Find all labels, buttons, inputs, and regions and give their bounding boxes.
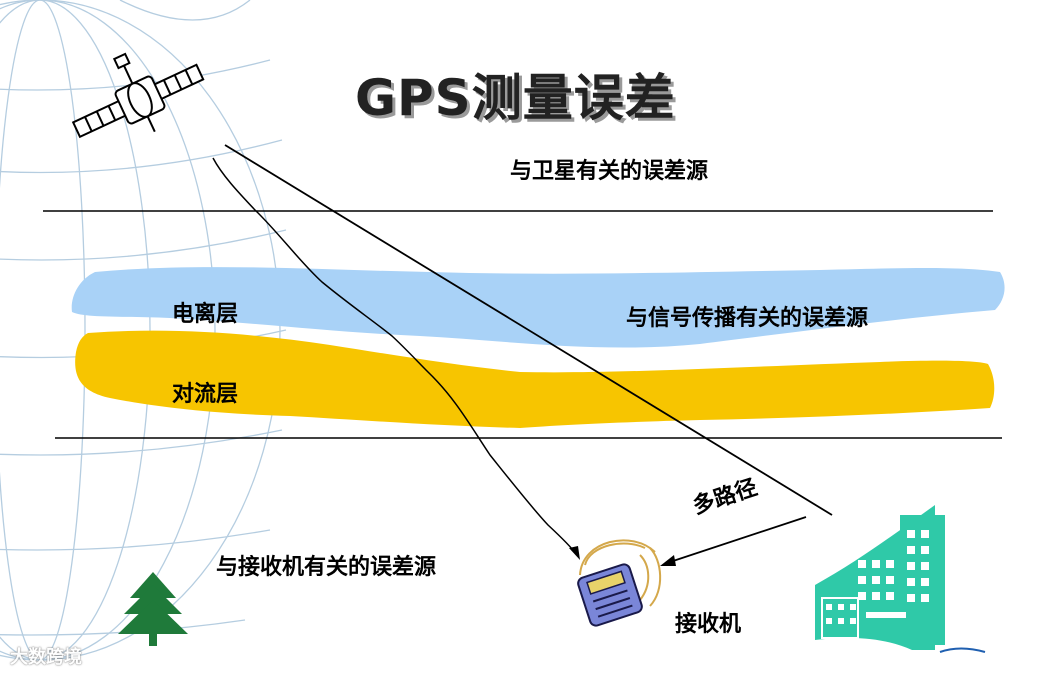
page-title: GPS测量误差: [355, 69, 676, 127]
receiver-errors-label: 与接收机有关的误差源: [216, 555, 437, 580]
building-icon: [815, 505, 986, 653]
satellite-errors-label: 与卫星有关的误差源: [510, 159, 709, 184]
receiver-label: 接收机: [675, 612, 742, 637]
watermark-logo: 大数跨境: [10, 647, 82, 668]
refracted-arrowhead: [569, 546, 580, 560]
ionosphere-band: [71, 267, 1005, 348]
multipath-signal-line: [669, 516, 807, 563]
ionosphere-label: 电离层: [172, 302, 239, 327]
direct-signal-path: [224, 144, 833, 516]
troposphere-label: 对流层: [172, 382, 239, 407]
troposphere-band: [75, 330, 995, 428]
satellite-icon: [71, 52, 205, 139]
tree-icon: [118, 572, 188, 646]
multipath-arrowhead: [660, 555, 676, 566]
receiver-icon: [577, 539, 662, 627]
propagation-errors-label: 与信号传播有关的误差源: [626, 306, 869, 331]
refracted-signal-path: [212, 157, 579, 557]
